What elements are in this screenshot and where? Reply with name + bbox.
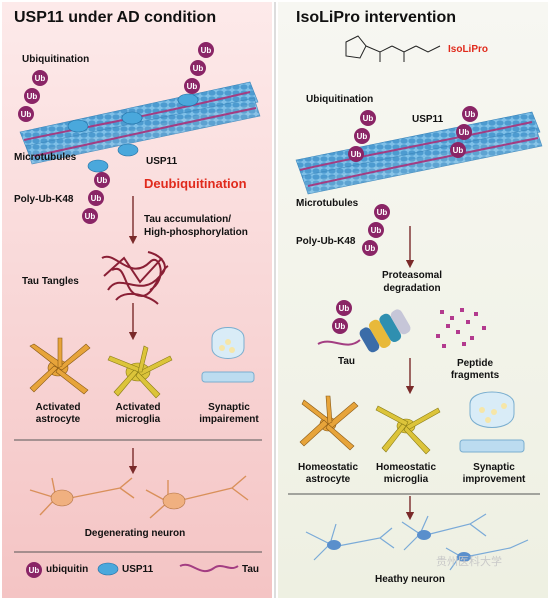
synaptic-impairement-graphic — [201, 327, 255, 383]
activated-microglia-graphic — [107, 345, 173, 399]
peptide-label: Peptide — [456, 358, 494, 369]
peptide-fragments-graphic — [436, 308, 486, 348]
svg-text:Ub: Ub — [91, 194, 102, 203]
right-usp11-label: USP11 — [412, 114, 444, 125]
svg-text:Ub: Ub — [187, 82, 198, 91]
legend-usp11-icon — [97, 562, 119, 576]
activated-microglia-label-1: Activated — [115, 402, 161, 413]
synaptic-improvement-graphic — [459, 391, 525, 453]
degradation-label: degradation — [383, 283, 441, 294]
svg-text:Ub: Ub — [453, 146, 464, 155]
left-usp11-label: USP11 — [146, 156, 178, 167]
svg-text:Ub: Ub — [357, 132, 368, 141]
homeostatic-astrocyte-label-2: astrocyte — [305, 474, 351, 485]
activated-astrocyte-label-1: Activated — [35, 402, 81, 413]
left-title: USP11 under AD condition — [14, 9, 217, 26]
svg-text:Ub: Ub — [371, 226, 382, 235]
svg-text:Ub: Ub — [363, 114, 374, 123]
proteasomal-label: Proteasomal — [381, 270, 443, 281]
activated-microglia-label-2: microglia — [115, 414, 161, 425]
deubiquitination-label: Deubiquitination — [144, 176, 247, 191]
legend-ub-icon — [26, 562, 42, 578]
fragments-label: fragments — [450, 370, 500, 381]
legend-ubiquitin-label: ubiquitin — [46, 564, 89, 575]
homeostatic-astrocyte-label-1: Homeostatic — [297, 462, 358, 473]
svg-text:Ub: Ub — [201, 46, 212, 55]
legend-tau-label: Tau — [242, 564, 260, 575]
right-microtubules — [295, 111, 543, 195]
homeostatic-microglia-label-1: Homeostatic — [375, 462, 436, 473]
left-ubiquitination-label: Ubiquitination — [22, 54, 90, 65]
homeostatic-astrocyte-graphic — [299, 395, 359, 451]
svg-text:Ub: Ub — [97, 176, 108, 185]
svg-text:Ub: Ub — [459, 128, 470, 137]
right-microtubules-label: Microtubules — [296, 198, 359, 209]
right-tau-label: Tau — [338, 356, 356, 367]
right-title: IsoLiPro intervention — [296, 9, 457, 26]
impairement-label: impairement — [199, 414, 259, 425]
svg-text:Ub: Ub — [351, 150, 362, 159]
left-poly-ub-chain: Ub Ub Ub — [82, 172, 110, 224]
svg-text:Ub: Ub — [85, 212, 96, 221]
right-panel-bg — [278, 2, 548, 598]
tau-tangles-graphic — [101, 251, 169, 305]
left-microtubules-label: Microtubules — [14, 152, 77, 163]
legend-ub-symbol: Ub — [29, 566, 40, 575]
homeostatic-microglia-label-2: microglia — [383, 474, 429, 485]
proteasome-graphic — [359, 309, 411, 353]
right-tau-ub: Ub Ub — [317, 300, 361, 346]
watermark-text: 贵州医科大学 — [436, 556, 502, 568]
right-ub-chain-2: Ub Ub Ub — [450, 106, 478, 158]
right-poly-ub-chain: Ub Ub Ub — [362, 204, 390, 256]
left-usp11-blobs — [67, 93, 199, 173]
right-poly-ub-label: Poly-Ub-K48 — [296, 236, 356, 247]
legend-usp11-label: USP11 — [122, 564, 154, 575]
svg-text:Ub: Ub — [465, 110, 476, 119]
svg-text:Ub: Ub — [21, 110, 32, 119]
improvement-label: improvement — [462, 474, 526, 485]
tau-accumulation-label: Tau accumulation/ — [144, 214, 232, 225]
synaptic-label-left: Synaptic — [208, 402, 250, 413]
isolipro-molecule — [345, 35, 441, 62]
right-ub-chain-1: Ub Ub Ub — [348, 110, 376, 162]
svg-text:Ub: Ub — [193, 64, 204, 73]
right-ubiquitination-label: Ubiquitination — [306, 94, 374, 105]
svg-text:Ub: Ub — [365, 244, 376, 253]
synaptic-label-right: Synaptic — [473, 462, 515, 473]
high-phosphorylation-label: High-phosphorylation — [144, 227, 248, 238]
homeostatic-microglia-graphic — [375, 405, 441, 455]
tau-tangles-label: Tau Tangles — [22, 276, 79, 287]
healthy-neuron-label: Heathy neuron — [374, 574, 445, 585]
healthy-neuron-bodies — [327, 530, 471, 562]
left-ub-chain-1: Ub Ub Ub — [18, 70, 48, 122]
svg-text:Ub: Ub — [27, 92, 38, 101]
svg-text:Ub: Ub — [339, 304, 350, 313]
degenerating-neuron-bodies — [50, 489, 186, 510]
svg-text:Ub: Ub — [335, 322, 346, 331]
isolipro-label: IsoLiPro — [448, 44, 489, 55]
left-ub-chain-2: Ub Ub Ub — [184, 42, 214, 94]
degenerating-neurons-graphic — [29, 475, 249, 519]
activated-astrocyte-graphic — [29, 337, 91, 395]
legend-tau-icon — [179, 563, 239, 573]
left-poly-ub-label: Poly-Ub-K48 — [14, 194, 74, 205]
activated-astrocyte-label-2: astrocyte — [35, 414, 81, 425]
degenerating-neuron-label: Degenerating neuron — [84, 528, 186, 539]
svg-text:Ub: Ub — [35, 74, 46, 83]
svg-text:Ub: Ub — [377, 208, 388, 217]
